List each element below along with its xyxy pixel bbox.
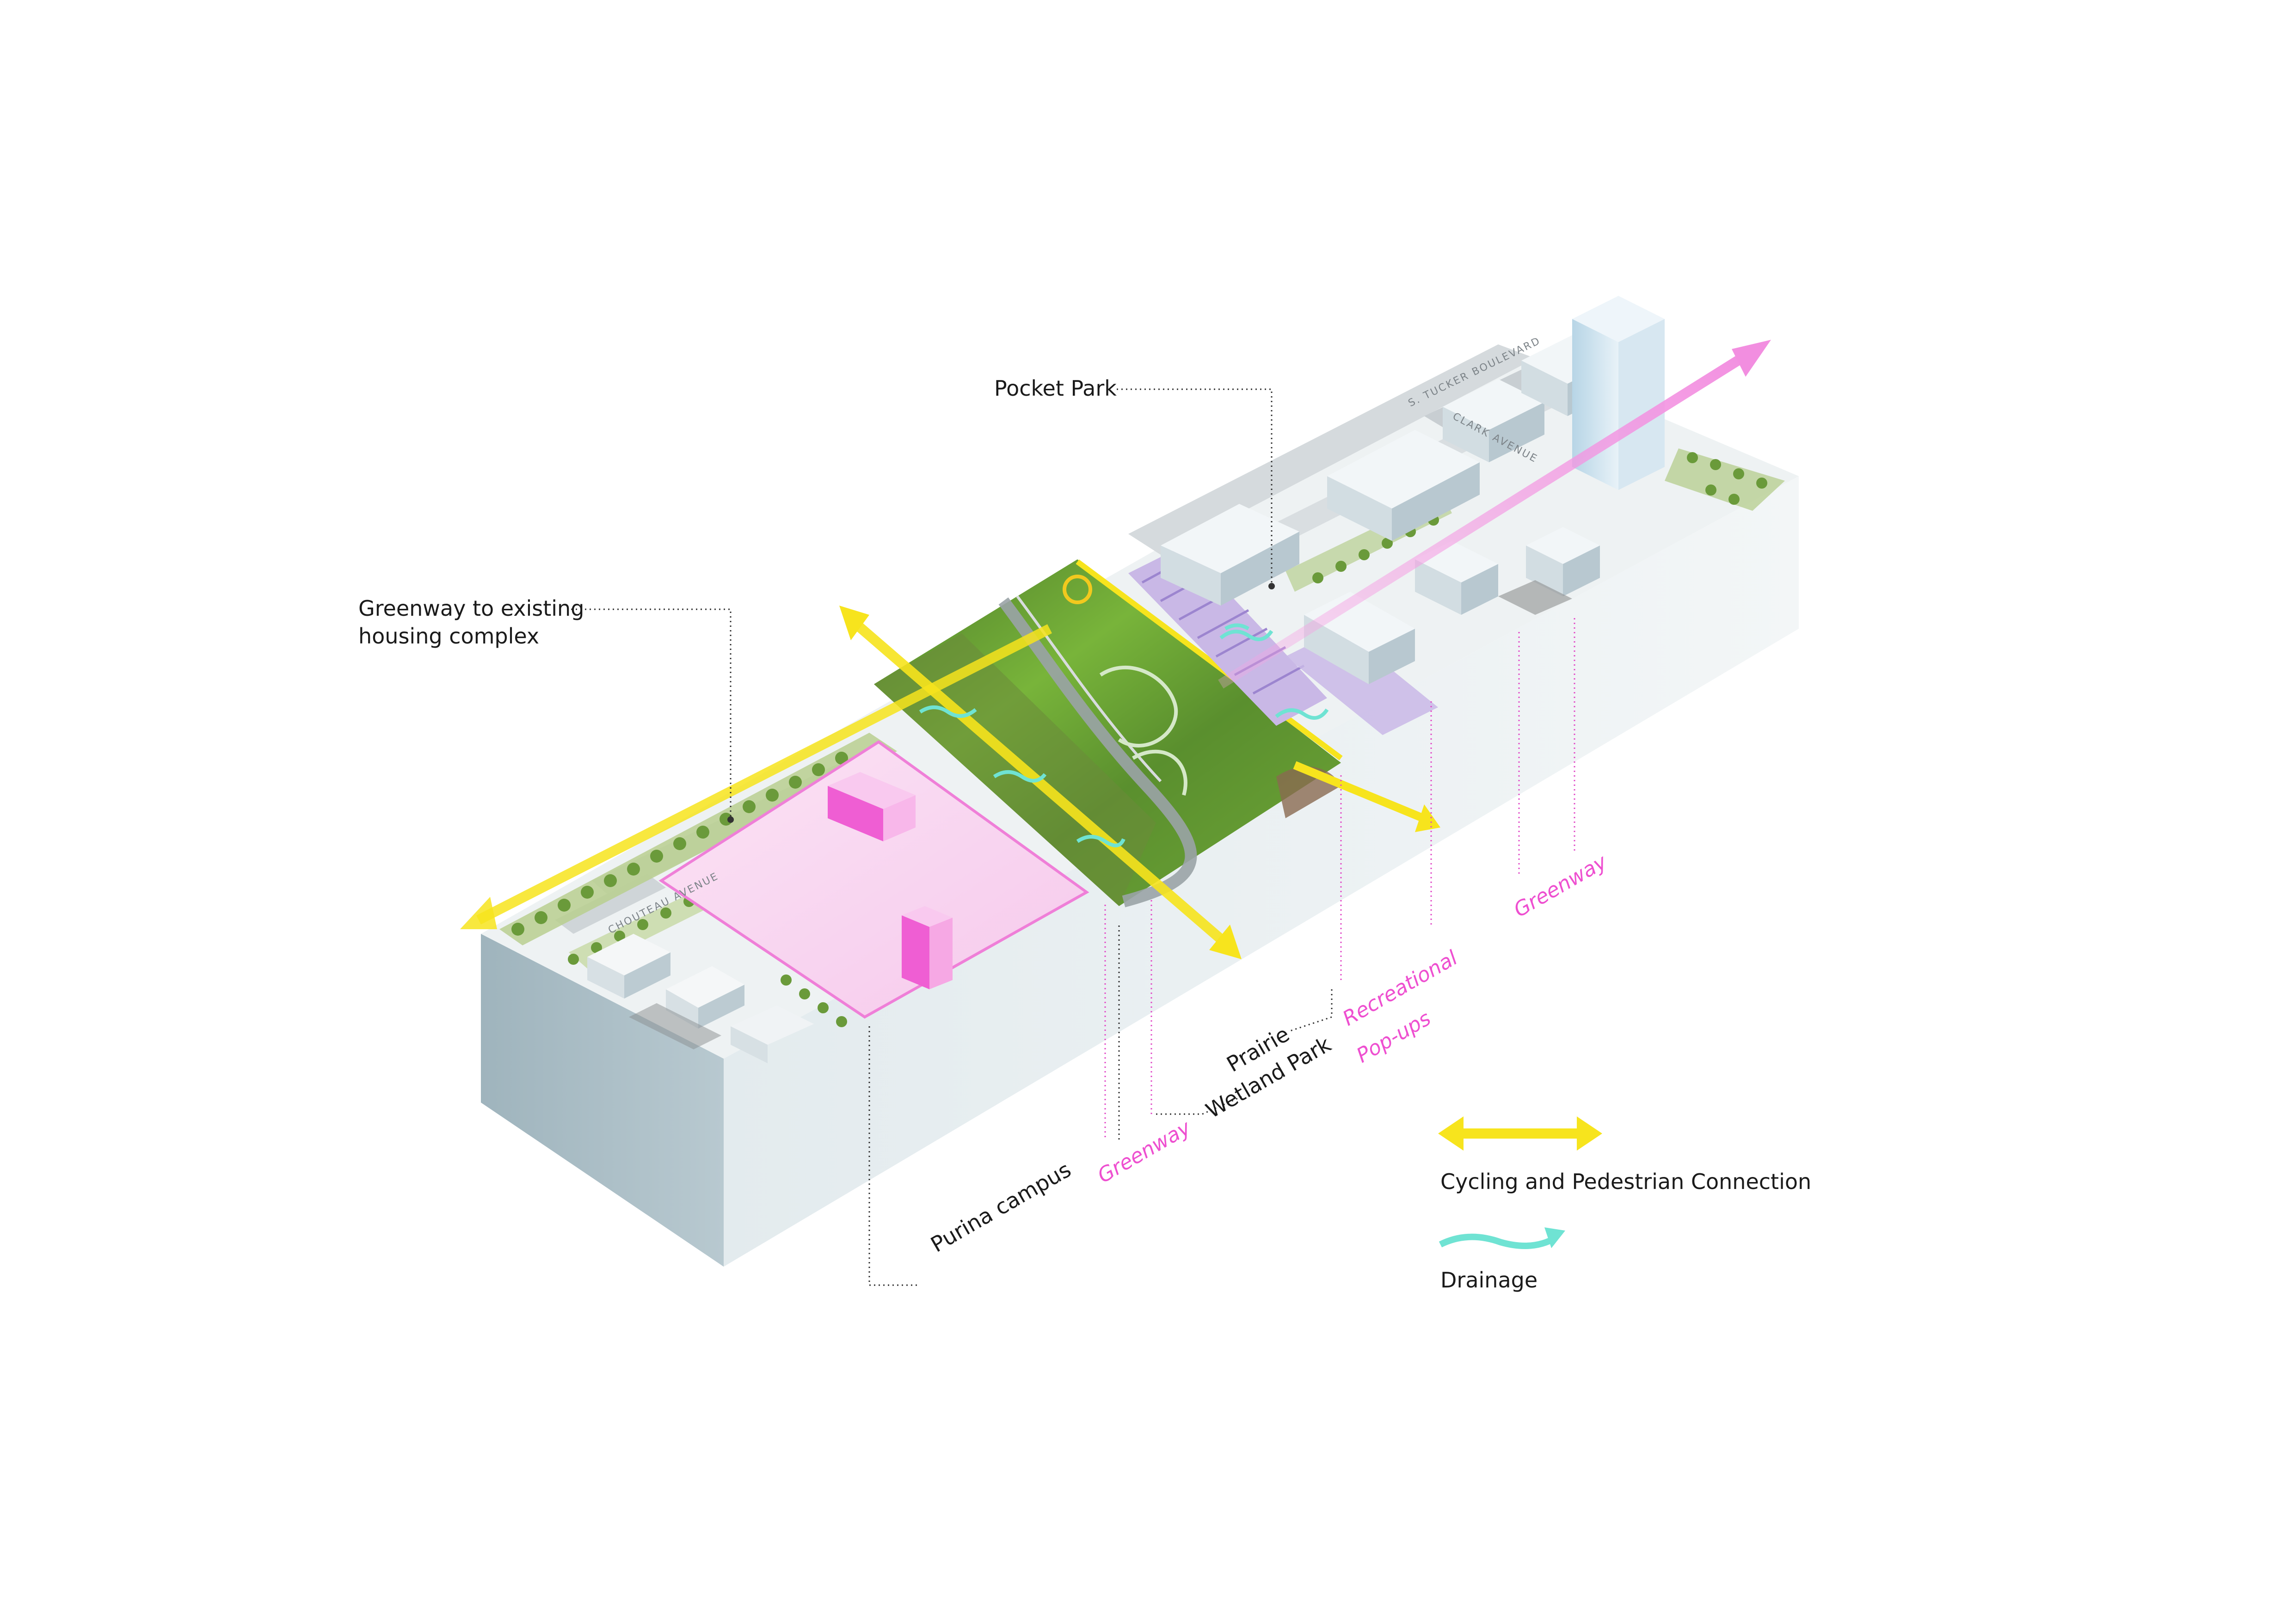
legend-cycling-label: Cycling and Pedestrian Connection bbox=[1440, 1169, 1811, 1194]
block-right-face bbox=[724, 476, 1799, 1267]
leader-lines bbox=[571, 388, 1575, 1286]
label-pocket-park: Pocket Park bbox=[994, 376, 1117, 401]
label-purina-campus: Purina campus bbox=[927, 1157, 1076, 1257]
legend-drainage-label: Drainage bbox=[1440, 1268, 1538, 1293]
buildings-front bbox=[587, 934, 814, 1063]
purina-campus-area bbox=[658, 740, 1089, 1019]
block-left-face bbox=[481, 934, 724, 1267]
buildings-back bbox=[1161, 296, 1665, 684]
legend-drainage-swatch bbox=[1439, 1227, 1565, 1249]
legend: Cycling and Pedestrian Connection Draina… bbox=[1438, 1116, 1811, 1293]
label-greenway-housing-2: housing complex bbox=[358, 624, 539, 649]
label-greenway-right: Greenway bbox=[1510, 850, 1611, 922]
label-greenway-housing-1: Greenway to existing bbox=[358, 596, 584, 621]
legend-cycling-swatch bbox=[1438, 1116, 1602, 1151]
drainage-flows bbox=[919, 623, 1329, 847]
label-greenway-left: Greenway bbox=[1094, 1115, 1195, 1188]
label-recreational-1: Recreational bbox=[1339, 946, 1462, 1030]
